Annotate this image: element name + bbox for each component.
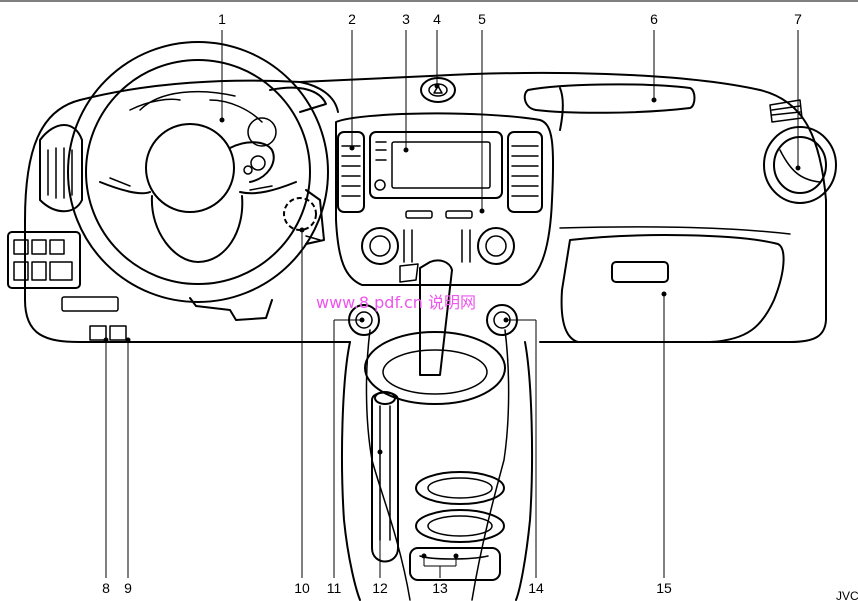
left-vent	[39, 124, 83, 213]
steering-wheel	[67, 41, 329, 303]
callout-14: 14	[528, 580, 544, 596]
callout-2: 2	[348, 11, 356, 27]
leader-lines	[103, 30, 801, 578]
callout-12: 12	[372, 580, 388, 596]
hazard-switch	[420, 77, 456, 103]
callout-9: 9	[124, 580, 132, 596]
dashboard-outline	[24, 71, 827, 343]
callout-13: 13	[432, 580, 448, 596]
callout-15: 15	[656, 580, 672, 596]
callout-labels: 1 2 3 4 5 6 7 8 9 10 11 12 13 14 15	[102, 11, 802, 596]
center-stack	[335, 112, 555, 286]
parking-brake	[371, 391, 399, 563]
instrument-cluster	[139, 90, 277, 147]
callout-5: 5	[478, 11, 486, 27]
watermark: www.8 pdf.cn 说明网	[316, 293, 476, 312]
callout-8: 8	[102, 580, 110, 596]
figure-code: JVC	[836, 589, 858, 601]
callout-11: 11	[327, 580, 342, 596]
callout-10: 10	[294, 580, 310, 596]
callout-7: 7	[794, 11, 802, 27]
callout-3: 3	[402, 11, 410, 27]
callout-1: 1	[218, 11, 226, 27]
callout-4: 4	[433, 11, 441, 27]
left-switch-panel	[7, 231, 127, 341]
passenger-airbag	[523, 83, 696, 114]
steering-column	[189, 297, 273, 321]
callout-6: 6	[650, 11, 658, 27]
glove-box	[560, 234, 785, 343]
right-side-vent	[763, 99, 837, 204]
